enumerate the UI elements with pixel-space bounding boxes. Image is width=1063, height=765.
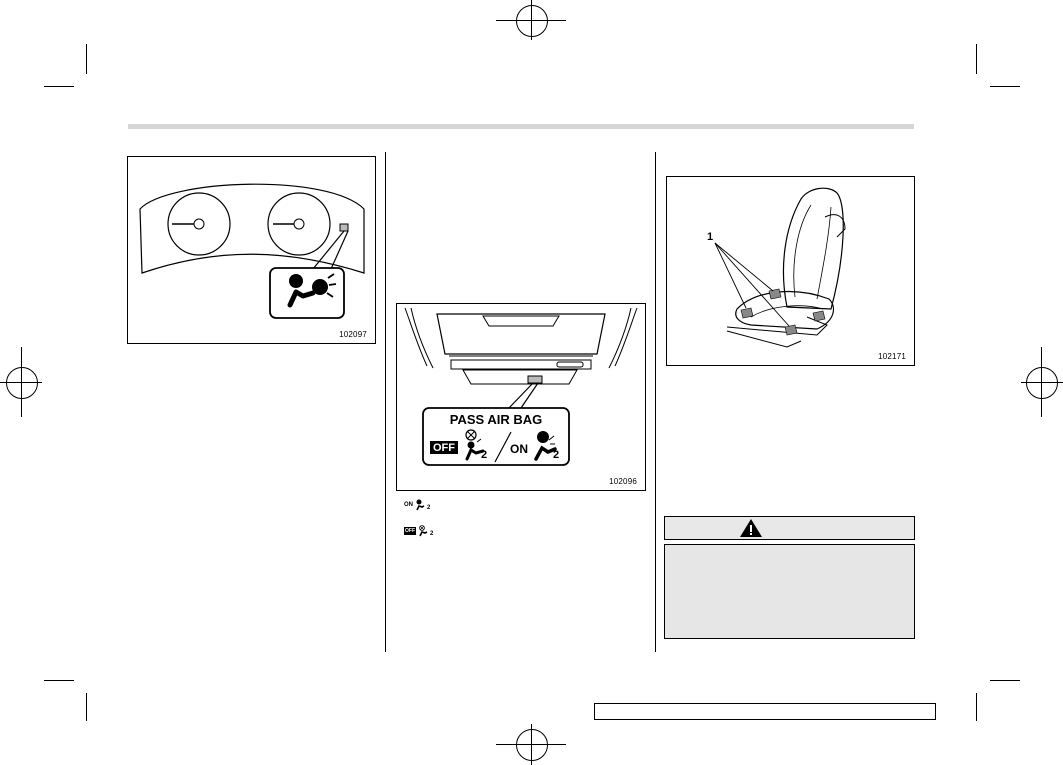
header-band bbox=[128, 124, 914, 129]
warning-triangle-icon bbox=[740, 519, 762, 537]
legend-on-seat-number: 2 bbox=[427, 505, 431, 511]
legend-off-label: OFF bbox=[404, 527, 416, 535]
indicator-on-seat-number: 2 bbox=[553, 449, 560, 461]
indicator-on-label: ON bbox=[510, 442, 528, 456]
indicator-title: PASS AIR BAG bbox=[449, 412, 543, 427]
indicator-off-label: OFF bbox=[433, 442, 455, 454]
overhead-console-illustration bbox=[404, 307, 638, 466]
warning-body bbox=[664, 544, 915, 639]
figure-code: 102096 bbox=[609, 477, 637, 486]
warning-header bbox=[664, 516, 915, 540]
legend-off-seat-number: 2 bbox=[430, 531, 434, 537]
seat-illustration bbox=[714, 187, 846, 348]
indicator-off-seat-number: 2 bbox=[481, 449, 488, 461]
column-divider-left bbox=[385, 152, 386, 652]
figure-instrument-cluster: 102097 bbox=[127, 156, 376, 344]
airbag-on-icon bbox=[534, 431, 557, 461]
airbag-on-icon bbox=[416, 499, 425, 511]
legend-on-label: ON bbox=[404, 502, 413, 508]
airbag-warning-icon bbox=[287, 273, 337, 308]
figure-code: 102097 bbox=[339, 330, 367, 339]
figure-airbag-indicator-panel: PASS AIR BAG OFF 2 ON 2 102096 bbox=[396, 303, 646, 491]
seat-callout-number: 1 bbox=[707, 231, 714, 243]
figure-seat-sensors: 1 102171 bbox=[666, 176, 915, 366]
figure-code: 102171 bbox=[878, 352, 906, 361]
page-footer-box bbox=[594, 703, 936, 720]
column-divider-right bbox=[655, 152, 656, 652]
instrument-cluster-illustration bbox=[139, 183, 365, 319]
airbag-off-icon bbox=[419, 525, 428, 537]
legend-row-on: ON 2 bbox=[404, 499, 430, 511]
airbag-off-icon bbox=[465, 429, 485, 461]
legend-row-off: OFF 2 bbox=[404, 525, 433, 537]
